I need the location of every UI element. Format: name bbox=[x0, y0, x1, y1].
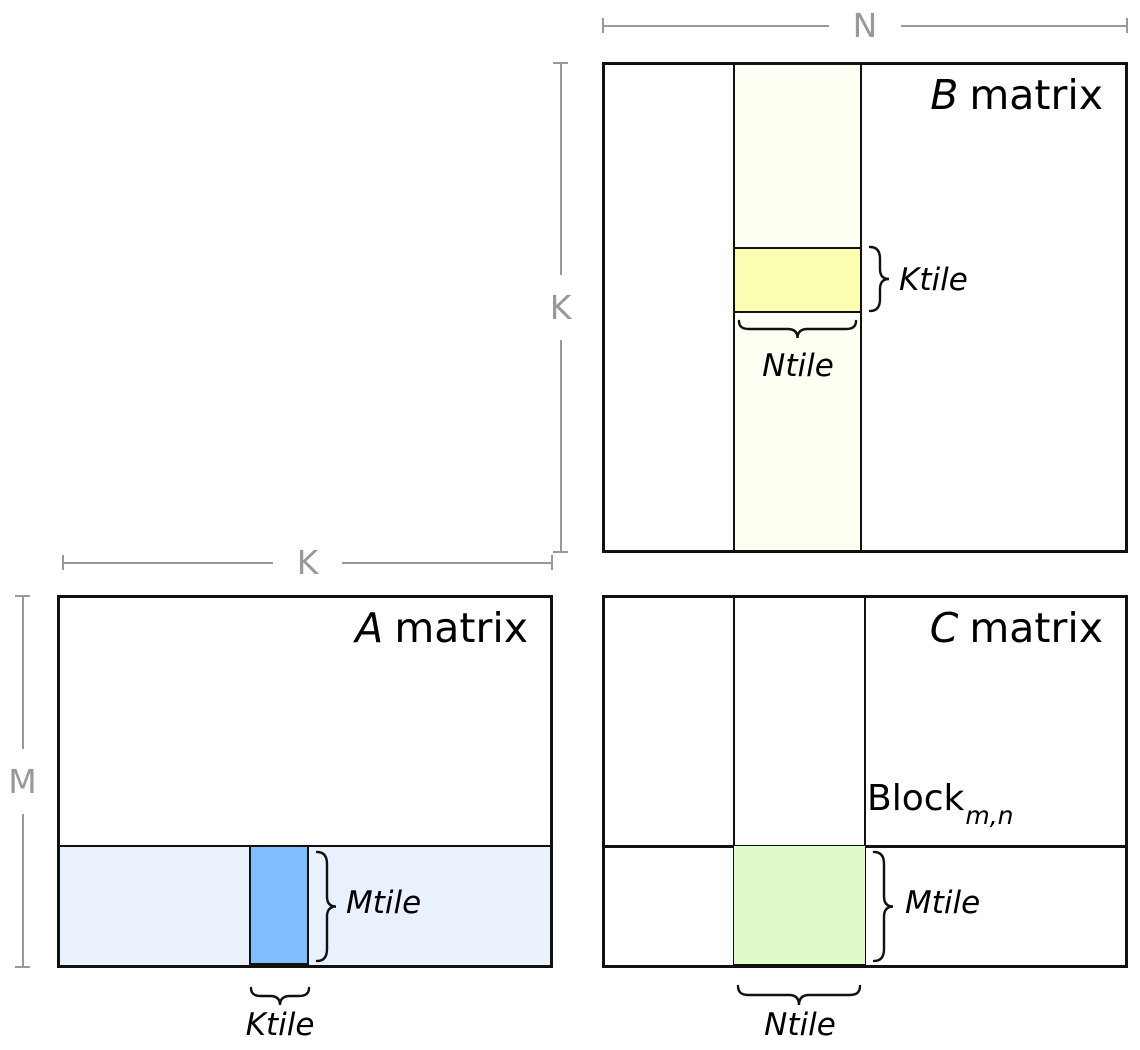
dimension-tick bbox=[553, 551, 568, 553]
a-matrix-title-word: matrix bbox=[394, 604, 528, 652]
mtile-brace-icon bbox=[871, 850, 897, 963]
c-matrix-title-letter: C bbox=[929, 604, 959, 652]
dimension-segment bbox=[559, 340, 562, 551]
mtile-brace-icon bbox=[314, 850, 340, 963]
dimension-segment bbox=[342, 561, 552, 564]
c-matrix-title-word: matrix bbox=[969, 604, 1103, 652]
dimension-tick bbox=[1126, 18, 1128, 33]
m-dimension-line: M bbox=[8, 595, 37, 968]
n-dimension-line: N bbox=[602, 9, 1128, 42]
dimension-segment bbox=[64, 561, 273, 564]
a-matrix-title-letter: A bbox=[355, 604, 384, 652]
dimension-segment bbox=[21, 597, 24, 749]
m-dimension-label: M bbox=[8, 762, 37, 801]
ktile-brace-icon bbox=[249, 986, 311, 1008]
k-dimension-line-b: K bbox=[550, 62, 571, 553]
a-matrix-mtile-ktile-tile bbox=[249, 845, 309, 965]
a-mtile-label: Mtile bbox=[346, 885, 422, 921]
ntile-brace-icon bbox=[736, 984, 862, 1008]
k-dimension-label-a: K bbox=[296, 543, 319, 582]
block-label-base: Block bbox=[867, 778, 965, 819]
n-dimension-label: N bbox=[852, 6, 878, 45]
dimension-tick bbox=[553, 62, 568, 64]
dimension-tick bbox=[15, 595, 30, 597]
b-matrix-ktile-ntile-tile bbox=[733, 247, 862, 313]
dimension-segment bbox=[604, 24, 829, 27]
k-dimension-label-b: K bbox=[549, 288, 572, 327]
dimension-segment bbox=[21, 814, 24, 966]
c-matrix-column-line bbox=[733, 598, 735, 965]
ktile-brace-icon bbox=[867, 245, 893, 313]
dimension-tick bbox=[15, 966, 30, 968]
block-label-subscript: m,n bbox=[965, 801, 1014, 831]
b-matrix-title-letter: B bbox=[930, 71, 959, 119]
dimension-segment bbox=[559, 64, 562, 275]
b-ntile-label: Ntile bbox=[762, 348, 834, 384]
ntile-brace-icon bbox=[737, 319, 858, 341]
b-ktile-label: Ktile bbox=[899, 262, 968, 298]
dimension-segment bbox=[901, 24, 1126, 27]
dimension-tick bbox=[62, 555, 64, 570]
c-ntile-label: Ntile bbox=[764, 1007, 836, 1043]
k-dimension-line-a: K bbox=[62, 546, 554, 579]
dimension-tick bbox=[602, 18, 604, 33]
dimension-tick bbox=[551, 555, 554, 570]
b-matrix-title-word: matrix bbox=[969, 71, 1103, 119]
c-mtile-label: Mtile bbox=[905, 885, 981, 921]
c-matrix-block-tile bbox=[733, 845, 866, 965]
a-ktile-label: Ktile bbox=[245, 1007, 315, 1043]
block-mn-label: Blockm,n bbox=[867, 778, 1014, 830]
c-matrix-column-line bbox=[864, 598, 866, 965]
